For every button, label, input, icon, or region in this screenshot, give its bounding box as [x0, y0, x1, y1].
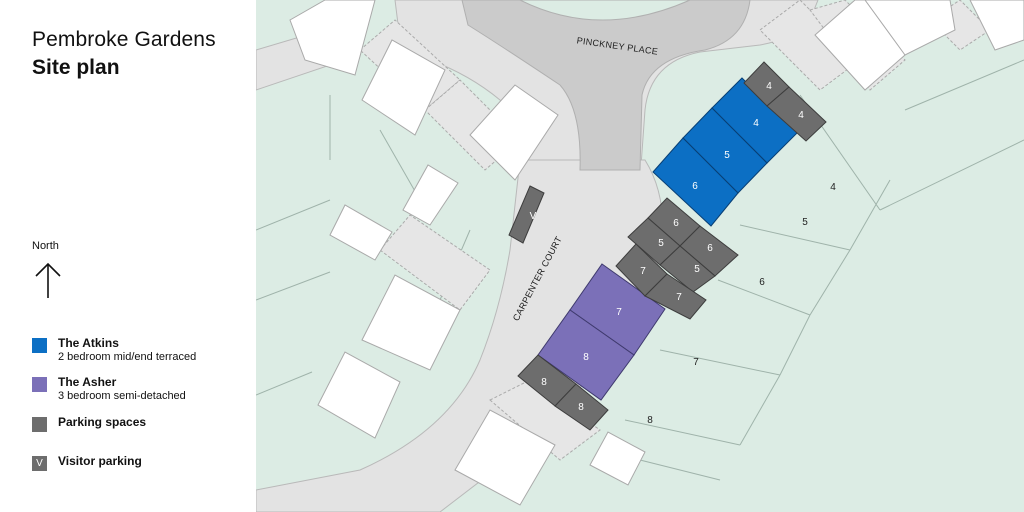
parking-label-4a: 4: [766, 81, 772, 92]
legend-asher-desc: 3 bedroom semi-detached: [58, 390, 186, 402]
garden-label-5: 5: [802, 217, 808, 228]
legend-visitor-name: Visitor parking: [58, 454, 142, 468]
garden-label-6: 6: [759, 277, 765, 288]
visitor-label: V: [530, 211, 537, 222]
asher-swatch: [32, 377, 47, 392]
asher-plot-8[interactable]: [537, 309, 635, 401]
visitor-parking-space[interactable]: [508, 185, 545, 244]
parking-space[interactable]: [644, 273, 707, 320]
visitor-swatch: V: [32, 456, 47, 471]
parking-label-4b: 4: [798, 110, 804, 121]
site-plan-drawing: 4 5 6 7 8 4 4 6 6 5 5 7 7 8 8 4 5 6 7 8 …: [256, 0, 1024, 512]
page-title: Site plan: [32, 56, 120, 79]
garden-label-8: 8: [647, 415, 653, 426]
legend-atkins-desc: 2 bedroom mid/end terraced: [58, 351, 197, 363]
central-island: [519, 0, 691, 21]
site-map[interactable]: 4 5 6 7 8 4 4 6 6 5 5 7 7 8 8 4 5 6 7 8 …: [256, 0, 1024, 512]
atkins-swatch: [32, 338, 47, 353]
north-arrow-icon: [35, 262, 61, 298]
garden-label-4: 4: [830, 182, 836, 193]
plot-boundaries: [256, 59, 1024, 481]
parking-label-8b: 8: [578, 402, 584, 413]
legend-atkins-name: The Atkins: [58, 336, 119, 350]
parking-label-7a: 7: [640, 266, 646, 277]
parking-label-7b: 7: [676, 292, 682, 303]
legend-parking-name: Parking spaces: [58, 415, 147, 429]
legend-panel: Pembroke Gardens Site plan North The Atk…: [0, 0, 257, 512]
parking-label-6b: 6: [707, 243, 713, 254]
parking-label-6a: 6: [673, 218, 679, 229]
neighbouring-houses: [289, 0, 1024, 506]
atkins-label-4: 4: [753, 118, 759, 129]
garden-label-7: 7: [693, 357, 699, 368]
atkins-plots[interactable]: [652, 77, 798, 227]
asher-label-8: 8: [583, 352, 589, 363]
asher-label-7: 7: [616, 307, 622, 318]
north-label: North: [32, 240, 59, 252]
parking-space[interactable]: [766, 86, 827, 142]
plot-labels: 4 5 6 7 8 4 4 6 6 5 5 7 7 8 8 4 5 6 7 8 …: [530, 81, 837, 426]
parking-swatch: [32, 417, 47, 432]
legend-asher-name: The Asher: [58, 375, 117, 389]
atkins-label-5: 5: [724, 150, 730, 161]
atkins-label-6: 6: [692, 181, 698, 192]
turning-head: [461, 0, 751, 171]
atkins-plot-6[interactable]: [652, 137, 739, 227]
parking-label-5b: 5: [694, 264, 700, 275]
development-name: Pembroke Gardens: [32, 28, 216, 51]
parking-label-8a: 8: [541, 377, 547, 388]
parking-label-5a: 5: [658, 238, 664, 249]
parking-spaces: [517, 61, 827, 431]
parking-space[interactable]: [554, 383, 609, 431]
